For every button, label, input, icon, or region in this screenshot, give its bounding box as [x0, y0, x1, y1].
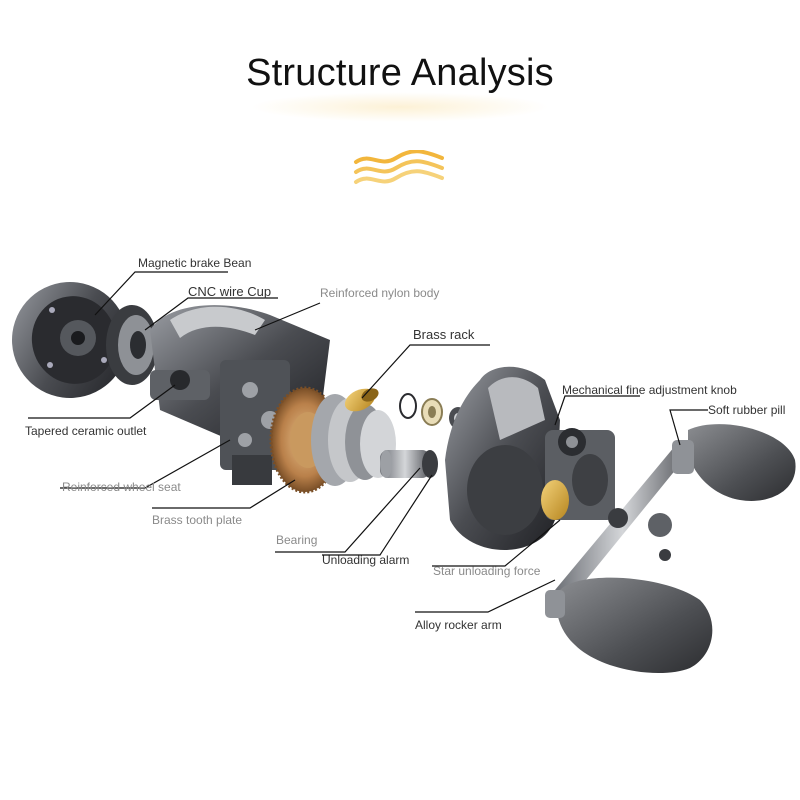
label-bearing: Bearing	[276, 533, 318, 547]
label-brass-tooth: Brass tooth plate	[152, 513, 243, 527]
label-rocker-arm: Alloy rocker arm	[415, 618, 502, 632]
label-unloading-alarm: Unloading alarm	[322, 553, 410, 567]
star-drag-assembly	[541, 428, 615, 520]
label-brass-rack: Brass rack	[413, 327, 475, 342]
label-soft-rubber: Soft rubber pill	[708, 403, 786, 417]
pinion-shaft	[380, 450, 438, 478]
soft-rubber-knob	[672, 424, 796, 501]
page-title: Structure Analysis	[246, 52, 554, 94]
right-side-plate	[445, 366, 560, 550]
wave-decoration-icon	[354, 150, 444, 184]
label-magnetic-brake: Magnetic brake Bean	[138, 256, 252, 270]
label-wheel-seat: Reinforced wheel seat	[62, 480, 181, 494]
label-nylon-body: Reinforced nylon body	[320, 286, 440, 300]
cnc-wire-cup	[106, 305, 158, 385]
alloy-rocker-arm	[555, 440, 690, 602]
leader-lines	[28, 271, 708, 613]
label-cnc-wire-cup: CNC wire Cup	[188, 284, 272, 299]
brass-rack	[344, 388, 379, 412]
label-tapered-outlet: Tapered ceramic outlet	[25, 424, 147, 438]
spool-discs	[311, 394, 396, 486]
title-glow	[250, 92, 550, 122]
label-star-force: Star unloading force	[433, 564, 541, 578]
label-fine-adjust-knob: Mechanical fine adjustment knob	[562, 383, 737, 397]
lower-handle-knob	[545, 577, 713, 674]
